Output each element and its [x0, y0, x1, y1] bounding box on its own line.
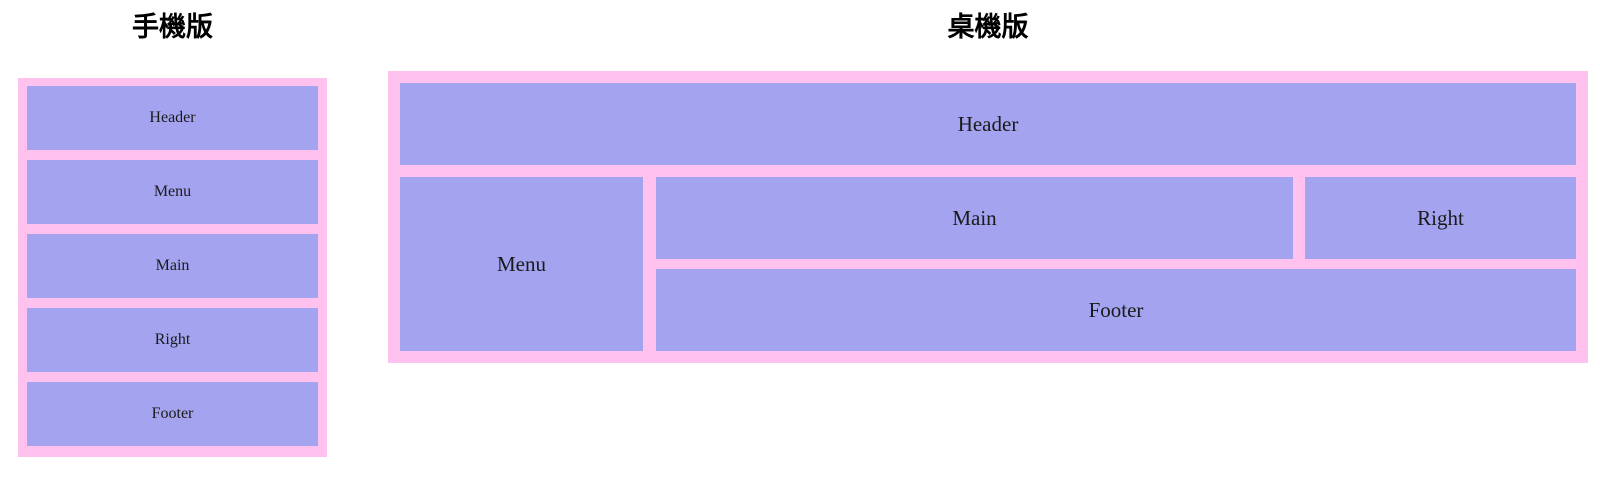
desktop-block-header: Header: [400, 83, 1576, 165]
desktop-block-main: Main: [656, 177, 1293, 259]
mobile-layout-frame: Header Menu Main Right Footer: [18, 78, 327, 457]
mobile-block-menu: Menu: [27, 160, 318, 224]
mobile-layout-title: 手機版: [132, 12, 213, 43]
desktop-block-menu: Menu: [400, 177, 643, 351]
desktop-block-footer: Footer: [656, 269, 1576, 351]
mobile-block-right: Right: [27, 308, 318, 372]
desktop-block-right: Right: [1305, 177, 1576, 259]
mobile-block-main: Main: [27, 234, 318, 298]
desktop-layout-frame: Header Menu Main Right Footer: [388, 71, 1588, 363]
mobile-block-footer: Footer: [27, 382, 318, 446]
desktop-layout-title: 桌機版: [947, 12, 1029, 43]
mobile-block-header: Header: [27, 86, 318, 150]
